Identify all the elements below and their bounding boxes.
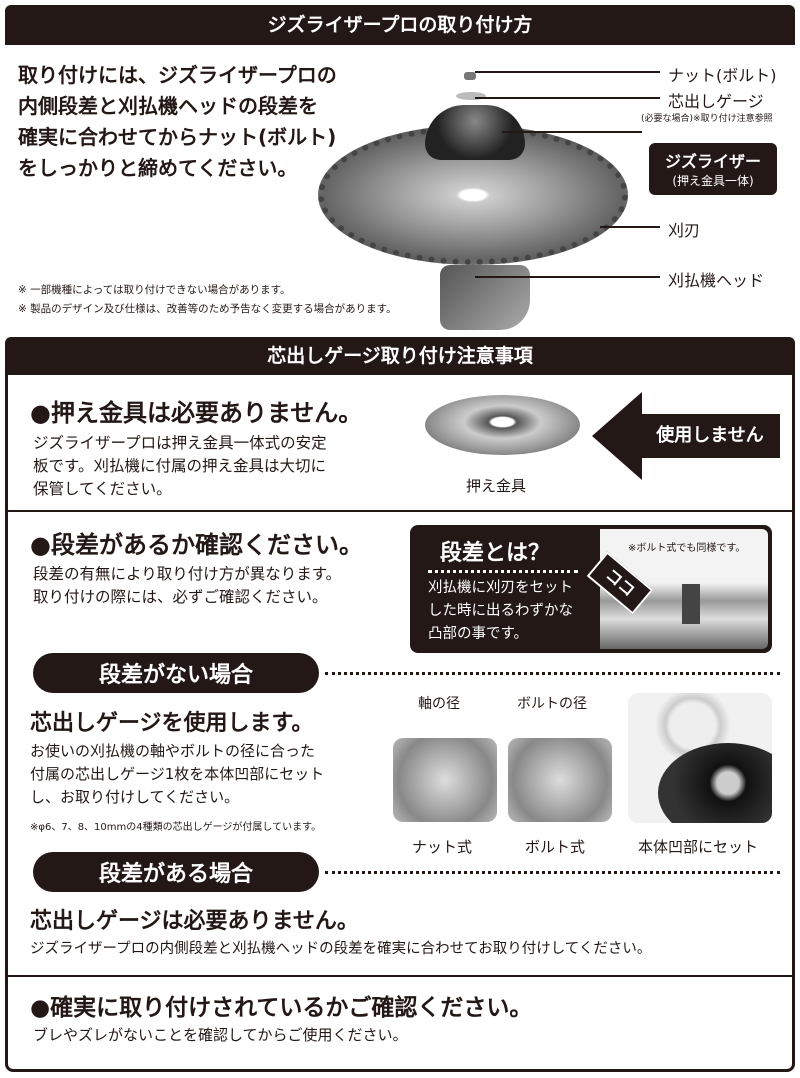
body-line: 段差の有無により取り付け方が異なります。	[33, 565, 342, 583]
dome-image	[658, 743, 772, 823]
intro-line: 取り付けには、ジズライザープロの	[18, 63, 337, 87]
top-notes: ※ 一部機種によっては取り付けできない場合があります。 ※ 製品のデザイン及び仕…	[18, 281, 397, 319]
body-line: 板です。刈払機に付属の押え金具は大切に	[33, 457, 326, 475]
label-gauge: 芯出しゲージ	[668, 92, 764, 111]
no-step-heading: 芯出しゲージを使用します。	[30, 711, 314, 736]
step-box-title: 段差とは？	[440, 541, 551, 566]
dotted-divider	[428, 570, 578, 573]
label-blade: 刈刃	[668, 221, 701, 240]
top-title-bar: ジズライザープロの取り付け方	[5, 5, 795, 45]
s3-heading: ●確実に取り付けされているかご確認ください。	[30, 995, 533, 1021]
label-jizlizer: ジズライザー (押え金具一体)	[649, 143, 777, 195]
with-step-heading: 芯出しゲージは必要ありません。	[30, 909, 359, 934]
arrow-left-icon	[592, 392, 642, 480]
nut-icon	[464, 72, 476, 80]
body-line: 付属の芯出しゲージ1枚を本体凹部にセット	[30, 765, 325, 783]
recess-photo	[628, 693, 772, 823]
photo-caption: 本体凹部にセット	[638, 838, 759, 856]
label-head: 刈払機ヘッド	[668, 271, 765, 290]
leader-line	[475, 71, 660, 73]
pressure-plate-label: 押え金具	[466, 477, 527, 495]
gauge-washer	[456, 92, 486, 100]
note: ※ 製品のデザイン及び仕様は、改善等のため予告なく変更する場合があります。	[18, 303, 397, 315]
step-explain-box: 段差とは？ 刈払機に刈刃をセット した時に出るわずかな 凸部の事です。 ※ボルト…	[410, 525, 772, 653]
body-line: 保管してください。	[33, 480, 172, 498]
intro-text: 取り付けには、ジズライザープロの 内側段差と刈払機ヘッドの段差を 確実に合わせて…	[18, 60, 337, 184]
divider	[8, 510, 792, 512]
s2-body: 段差の有無により取り付け方が異なります。 取り付けの際には、必ずご確認ください。	[33, 563, 341, 609]
caution-title-bar: 芯出しゲージ取り付け注意事項	[5, 337, 795, 375]
intro-line: 確実に合わせてからナット(ボルト)	[18, 125, 337, 149]
photo-caption: ナット式	[412, 838, 473, 856]
label-jizlizer-sub: (押え金具一体)	[672, 174, 754, 188]
photo-top-label: 軸の径	[418, 696, 460, 712]
nut-type-photo	[393, 738, 497, 822]
intro-line: をしっかりと締めてください。	[18, 156, 298, 180]
label-gauge-note: (必要な場合)※取り付け注意参照	[641, 114, 773, 124]
not-used-label: 使用しません	[640, 414, 780, 458]
body-line: し、お取り付けしてください。	[30, 788, 240, 806]
step-photo: ※ボルト式でも同様です。	[600, 529, 768, 649]
s2-heading: ●段差があるか確認ください。	[30, 531, 363, 559]
no-step-pill: 段差がない場合	[33, 653, 319, 693]
no-step-body: お使いの刈払機の軸やボルトの径に合った 付属の芯出しゲージ1枚を本体凹部にセット…	[30, 740, 324, 809]
body-line: した時に出るわずかな	[428, 603, 573, 619]
divider	[8, 975, 792, 977]
body-line: ジズライザープロは押え金具一体式の安定	[33, 434, 327, 452]
leader-line	[475, 97, 660, 99]
label-jizlizer-main: ジズライザー	[664, 152, 761, 171]
bolt-type-photo	[508, 738, 612, 822]
body-line: お使いの刈払機の軸やボルトの径に合った	[30, 742, 316, 760]
pressure-plate-image	[425, 395, 580, 455]
s3-body: ブレやズレがないことを確認してからご使用ください。	[33, 1026, 408, 1044]
with-step-pill: 段差がある場合	[33, 852, 319, 892]
no-step-note: ※φ6、7、8、10mmの4種類の芯出しゲージが付属しています。	[30, 822, 322, 833]
label-nut: ナット(ボルト)	[668, 66, 777, 85]
s1-body: ジズライザープロは押え金具一体式の安定 板です。刈払機に付属の押え金具は大切に …	[33, 432, 327, 501]
body-line: 取り付けの際には、必ずご確認ください。	[33, 588, 328, 606]
with-step-body: ジズライザープロの内側段差と刈払機ヘッドの段差を確実に合わせてお取り付けしてくだ…	[30, 941, 652, 957]
body-line: 刈払機に刈刃をセット	[428, 580, 573, 596]
bolt-image	[682, 584, 700, 624]
s1-heading: ●押え金具は必要ありません。	[30, 399, 363, 427]
dotted-divider	[325, 871, 780, 874]
leader-line	[475, 276, 660, 278]
photo-caption: ボルト式	[525, 838, 586, 856]
leader-line	[502, 131, 642, 133]
step-box-body: 刈払機に刈刃をセット した時に出るわずかな 凸部の事です。	[428, 577, 573, 646]
note: ※ 一部機種によっては取り付けできない場合があります。	[18, 284, 291, 296]
dotted-divider	[325, 672, 780, 675]
body-line: 凸部の事です。	[428, 626, 529, 642]
cutter-head	[440, 265, 530, 330]
leader-line	[600, 226, 660, 228]
step-note: ※ボルト式でも同様です。	[628, 543, 746, 554]
intro-line: 内側段差と刈払機ヘッドの段差を	[18, 94, 318, 118]
photo-top-label: ボルトの径	[517, 696, 587, 712]
